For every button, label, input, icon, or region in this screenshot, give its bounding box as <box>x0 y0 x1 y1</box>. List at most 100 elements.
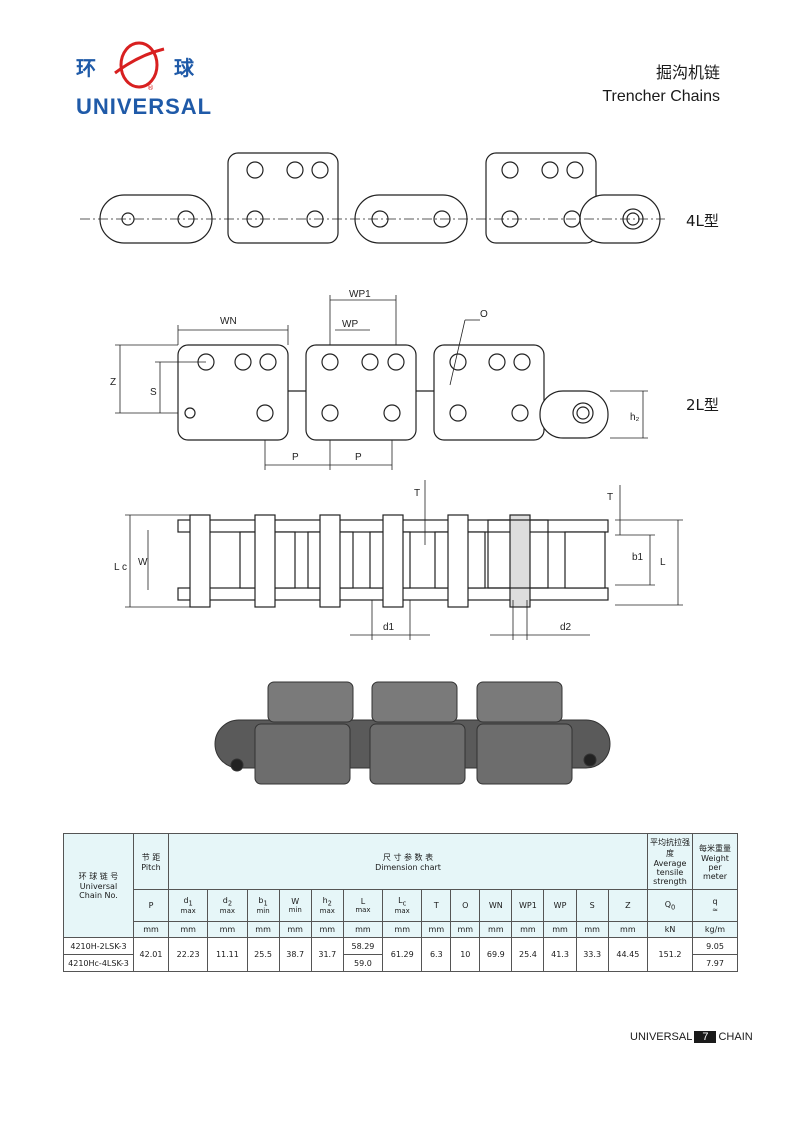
symbol-text: Q0 <box>664 899 676 912</box>
dim-lc: L c <box>114 562 127 573</box>
page-number: 7 <box>694 1031 717 1043</box>
footer-brand: UNIVERSAL <box>630 1031 693 1043</box>
l-cell: 59.0 <box>342 954 384 972</box>
b1-cell: 25.5 <box>246 937 280 972</box>
symbol-cell: q≈ <box>692 889 738 922</box>
logo-cn-left: 环 <box>76 56 96 80</box>
chain-photo <box>214 681 611 785</box>
logo-cn-right: 球 <box>174 56 194 80</box>
wp-cell: 41.3 <box>543 937 577 972</box>
symbol-text: T <box>433 901 439 910</box>
symbol-qualifier: min <box>288 906 302 914</box>
type-4l-label: 4L型 <box>686 212 719 230</box>
symbol-qualifier: max <box>319 907 335 916</box>
pitch-en: Pitch <box>141 862 161 872</box>
symbol-text: b1 <box>258 895 268 908</box>
dim-z: Z <box>110 377 116 388</box>
p-cell: 42.01 <box>133 937 169 972</box>
dim-h2: h₂ <box>630 412 640 423</box>
symbol-sub: 1 <box>263 899 268 908</box>
chain-no-en1: Universal <box>79 882 118 891</box>
dim-o: O <box>480 309 488 320</box>
unit-cell: mm <box>479 921 513 938</box>
page-footer: UNIVERSAL 7 CHAIN <box>630 1031 753 1043</box>
symbol-text: L <box>360 897 366 906</box>
symbol-cell: WP1 <box>511 889 545 922</box>
symbol-text: d1 <box>183 895 193 908</box>
unit-cell: mm <box>543 921 577 938</box>
symbol-sub: 0 <box>671 903 676 912</box>
symbol-text: W <box>291 897 300 906</box>
pitch-cn: 节 距 <box>141 852 161 862</box>
tensile-en3: strength <box>653 877 687 886</box>
symbol-qualifier: min <box>256 907 270 916</box>
s-cell: 33.3 <box>575 937 609 972</box>
o-cell: 10 <box>450 937 481 972</box>
chain-no-cell: 4210Hc-4LSK-3 <box>63 954 134 972</box>
universal-logo: 环 ® 球 UNIVERSAL <box>70 30 213 125</box>
z-cell: 44.45 <box>607 937 649 972</box>
dim-d2: d2 <box>560 622 572 633</box>
symbol-text: Lc <box>398 895 407 908</box>
spec-table: 环 球 链 号 Universal Chain No. 节 距 Pitch 尺 … <box>63 833 738 972</box>
unit-cell: mm <box>342 921 384 938</box>
unit-cell: mm <box>607 921 649 938</box>
unit-cell: mm <box>511 921 545 938</box>
l-cell: 58.29 <box>342 937 384 955</box>
table-row: 4210H-2LSK-3 42.01 22.23 11.11 25.5 38.7… <box>63 937 738 972</box>
symbol-sub: c <box>402 899 407 908</box>
dim-p1: P <box>292 452 299 463</box>
symbol-qualifier: max <box>355 906 371 914</box>
unit-cell: kg/m <box>692 921 738 938</box>
weight-cell: 9.05 <box>692 937 738 955</box>
chain-no-en2: Chain No. <box>79 891 118 900</box>
dim-cn: 尺 寸 参 数 表 <box>382 852 434 862</box>
chain-no-cell: 4210H-2LSK-3 <box>63 937 134 955</box>
symbol-text: P <box>148 901 154 910</box>
symbol-text: S <box>589 901 595 910</box>
symbol-cell: WP <box>543 889 577 922</box>
symbol-cell: T <box>421 889 452 922</box>
dim-w: W <box>138 557 148 568</box>
unit-cell: mm <box>278 921 312 938</box>
weight-en1: Weight <box>701 853 729 863</box>
unit-cell: mm <box>133 921 169 938</box>
symbol-qualifier: max <box>180 907 196 916</box>
unit-cell: mm <box>207 921 248 938</box>
chain-side-view <box>177 514 609 608</box>
symbol-cell: Z <box>607 889 649 922</box>
wp1-cell: 25.4 <box>511 937 545 972</box>
weight-en2: per <box>708 862 722 872</box>
type-2l-label: 2L型 <box>686 396 719 414</box>
symbol-sub: 2 <box>227 899 233 908</box>
dim-d1: d1 <box>383 622 395 633</box>
symbol-text: d2 <box>222 895 233 908</box>
dim-l: L <box>660 557 666 568</box>
dim-s: S <box>150 387 157 398</box>
dim-wn: WN <box>220 316 237 327</box>
symbol-cell: WN <box>479 889 513 922</box>
symbol-text: q <box>712 897 718 906</box>
weight-en3: meter <box>702 871 728 881</box>
unit-cell: mm <box>450 921 481 938</box>
dim-p2: P <box>355 452 362 463</box>
footer-label: CHAIN <box>718 1031 753 1043</box>
dim-en: Dimension chart <box>375 862 441 872</box>
symbol-qualifier: ≈ <box>712 906 718 914</box>
h2-cell: 31.7 <box>310 937 344 972</box>
symbol-text: WN <box>488 901 503 910</box>
dim-t2: T <box>607 492 613 503</box>
wn-cell: 69.9 <box>479 937 513 972</box>
tensile-header: 平均抗拉强度 Average tensile strength <box>647 833 693 890</box>
unit-cell: mm <box>421 921 452 938</box>
registered-mark: ® <box>147 84 154 92</box>
symbol-cell: Q0 <box>647 889 693 922</box>
logo-brand: UNIVERSAL <box>76 94 213 119</box>
weight-cn: 每米重量 <box>699 843 731 853</box>
symbol-cell: O <box>450 889 481 922</box>
weight-cell: 7.97 <box>692 954 738 972</box>
